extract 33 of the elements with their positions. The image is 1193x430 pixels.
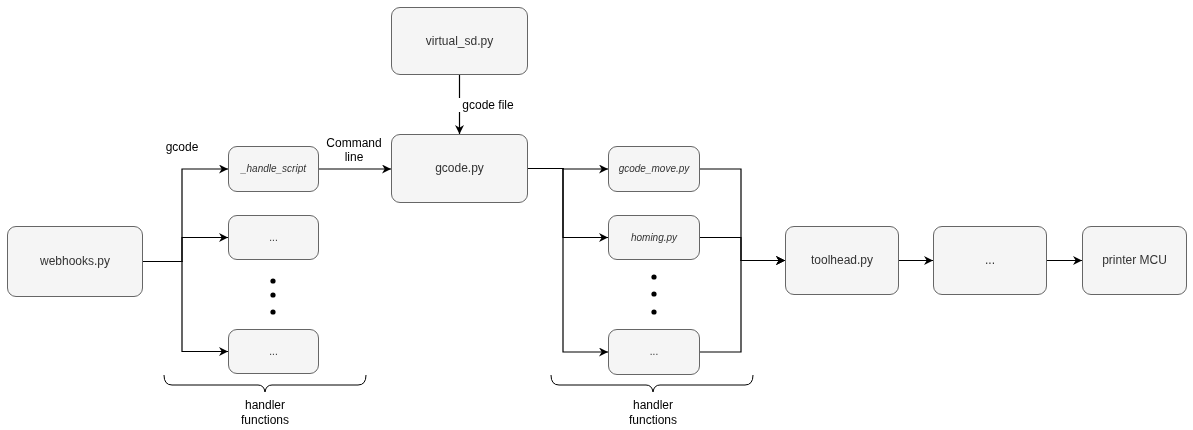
arrow bbox=[898, 256, 934, 265]
process-box bbox=[1082, 226, 1187, 295]
edge-label: gcode bbox=[164, 140, 200, 154]
box-label: ... bbox=[649, 346, 659, 358]
box-label: webhooks.py bbox=[39, 254, 110, 269]
process-box bbox=[228, 329, 319, 374]
box-label: homing.py bbox=[630, 231, 678, 244]
box-label: ... bbox=[269, 345, 278, 358]
process-box bbox=[608, 215, 700, 260]
arrow bbox=[318, 164, 392, 174]
box-label: virtual_sd.py bbox=[425, 33, 494, 49]
process-box bbox=[228, 146, 319, 192]
process-box bbox=[391, 134, 528, 203]
process-box bbox=[228, 215, 319, 260]
process-box bbox=[608, 329, 700, 375]
brace-label: handler functions bbox=[240, 398, 290, 428]
process-box bbox=[785, 226, 899, 295]
arrow bbox=[527, 167, 609, 357]
box-label: toolhead.py bbox=[810, 253, 874, 268]
box-label: ... bbox=[985, 253, 995, 268]
box-label: gcode_move.py bbox=[618, 163, 690, 175]
process-box bbox=[7, 226, 143, 297]
process-box bbox=[933, 226, 1047, 295]
box-label: printer MCU bbox=[1102, 253, 1167, 268]
arrow bbox=[1046, 256, 1083, 265]
box-label: gcode.py bbox=[435, 161, 484, 176]
brace-label: handler functions bbox=[628, 398, 678, 428]
arrow bbox=[699, 256, 786, 353]
box-label: _handle_script bbox=[240, 163, 306, 175]
process-box bbox=[608, 146, 700, 192]
box-label: ... bbox=[269, 231, 278, 244]
arrow bbox=[142, 260, 229, 356]
process-box bbox=[391, 7, 528, 75]
